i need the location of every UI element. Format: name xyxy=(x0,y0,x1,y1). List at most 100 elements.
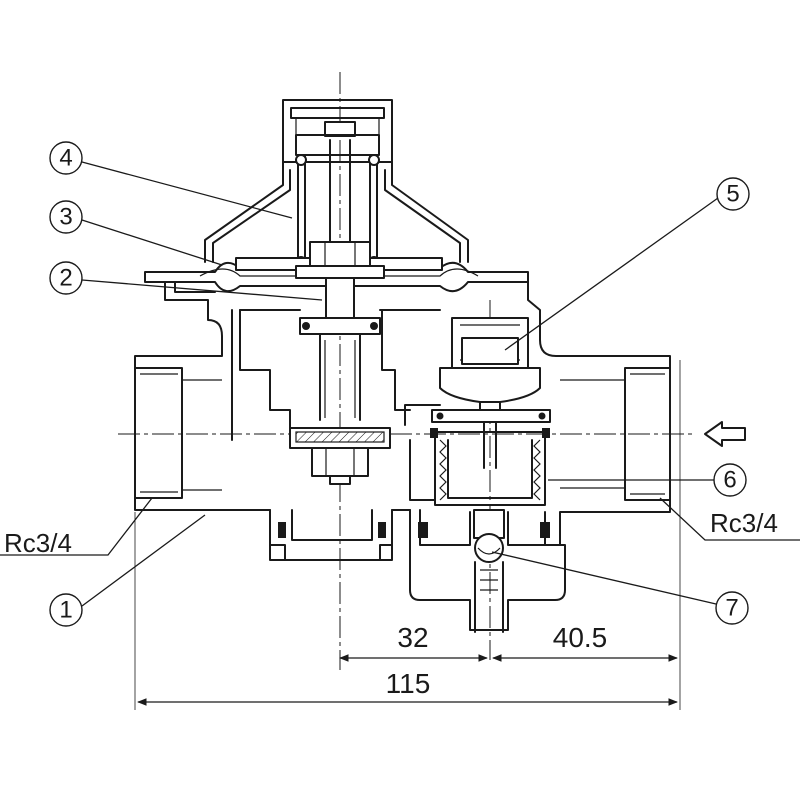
callout-1: 1 xyxy=(49,593,83,627)
center-lines xyxy=(118,72,695,670)
leader-4 xyxy=(81,161,293,219)
adjusting-stem xyxy=(329,139,351,246)
thread-labels: Rc3/4 Rc3/4 xyxy=(0,497,800,558)
callout-leaders xyxy=(81,161,719,607)
callout-4-circle xyxy=(49,141,83,175)
inner-partition xyxy=(409,439,436,501)
strainer-housing xyxy=(434,431,546,506)
right-port-bore xyxy=(560,379,625,489)
o-ring-left xyxy=(302,322,310,330)
strainer-bellows-right xyxy=(533,439,541,501)
leader-7 xyxy=(491,551,717,605)
dimension-40-5: 40.5 xyxy=(553,622,608,653)
bottom-plug-oring-right xyxy=(378,522,386,538)
bottom-plug-outer xyxy=(269,509,393,561)
callout-6: 6 xyxy=(713,463,747,497)
drain-nipple xyxy=(474,561,504,633)
check-ball xyxy=(474,533,504,563)
callout-5-label: 5 xyxy=(726,181,739,208)
diaphragm-assembly xyxy=(144,241,529,293)
callout-3-label: 3 xyxy=(59,204,72,231)
left-port-thread xyxy=(134,367,183,499)
central-chamber-right xyxy=(381,309,411,411)
callout-5-circle xyxy=(716,177,750,211)
leader-2 xyxy=(81,279,323,301)
diaphragm-nut xyxy=(309,241,371,267)
main-valve-stem xyxy=(289,277,391,485)
spring-rod-left xyxy=(297,154,306,263)
strainer-clip-tr xyxy=(542,428,550,438)
bottom-plug xyxy=(269,509,393,561)
bottom-port-housing xyxy=(409,509,566,633)
callout-7-label: 7 xyxy=(725,595,738,622)
pilot-stem xyxy=(483,417,497,469)
stem-collar xyxy=(299,317,381,335)
spring-pin-top-left xyxy=(295,154,307,166)
callout-6-label: 6 xyxy=(723,467,736,494)
callout-3: 3 xyxy=(49,200,83,234)
top-nut xyxy=(324,121,356,137)
callout-6-circle xyxy=(713,463,747,497)
diaphragm-washer xyxy=(295,265,385,279)
body-left-step xyxy=(174,281,216,293)
callout-3-circle xyxy=(49,200,83,234)
dimension-lines: 32 40.5 115 xyxy=(134,360,681,710)
central-chamber-left xyxy=(231,309,291,441)
top-cap-walls xyxy=(295,118,380,135)
callout-4-label: 4 xyxy=(59,145,72,172)
bottom-housing-oring-right xyxy=(540,522,550,538)
thread-label-right: Rc3/4 xyxy=(710,508,778,538)
strainer-bellows-left xyxy=(439,439,447,501)
pilot-knob xyxy=(461,337,519,365)
valve-body xyxy=(134,281,671,561)
callout-1-label: 1 xyxy=(59,597,72,624)
thread-leader-right xyxy=(659,497,800,541)
callout-2: 2 xyxy=(49,261,83,295)
leader-1 xyxy=(81,514,206,607)
bonnet-inner xyxy=(212,169,461,263)
pilot-seat-oring-right xyxy=(538,412,546,420)
right-port-thread xyxy=(624,367,671,501)
bottom-housing-outline xyxy=(409,509,566,631)
callout-7-circle xyxy=(715,591,749,625)
stem-shaft-inner xyxy=(324,340,356,418)
thread-label-left: Rc3/4 xyxy=(4,528,72,558)
leader-5 xyxy=(504,197,719,351)
flow-arrow-shape xyxy=(704,421,746,447)
callout-7: 7 xyxy=(715,591,749,625)
pilot-dome xyxy=(439,367,541,403)
left-port-bore xyxy=(182,379,222,491)
left-port-thread-lines xyxy=(140,373,178,493)
right-port-thread-lines xyxy=(630,373,665,495)
drain-nipple-thread xyxy=(480,569,498,591)
valve-disc-nut xyxy=(311,447,369,477)
dimension-115: 115 xyxy=(386,668,431,699)
bottom-housing-oring-left xyxy=(418,522,428,538)
callout-4: 4 xyxy=(49,141,83,175)
callout-1-circle xyxy=(49,593,83,627)
strainer-clip-tl xyxy=(430,428,438,438)
leader-3 xyxy=(81,219,223,266)
strainer-screen xyxy=(447,439,533,499)
spring-pin-top-right xyxy=(368,154,380,166)
callout-2-circle xyxy=(49,261,83,295)
check-ball-shade xyxy=(477,547,501,555)
o-ring-right xyxy=(370,322,378,330)
pilot-seat-ring xyxy=(431,409,551,423)
callout-2-label: 2 xyxy=(59,265,72,292)
bottom-plug-oring-left xyxy=(278,522,286,538)
valve-disc-seal xyxy=(295,431,385,443)
bonnet xyxy=(204,161,469,263)
spring-rod-right xyxy=(369,154,378,263)
bottom-plug-inner xyxy=(291,509,373,541)
thread-leader-left xyxy=(0,497,153,556)
stem-shaft xyxy=(319,333,361,421)
dimension-32: 32 xyxy=(397,622,428,653)
bonnet-outer xyxy=(204,161,469,263)
stem-tip xyxy=(329,475,351,485)
callout-5: 5 xyxy=(716,177,750,211)
stem-upper xyxy=(325,277,355,319)
inner-partition-top xyxy=(404,404,441,426)
pilot-seat-oring-left xyxy=(436,412,444,420)
